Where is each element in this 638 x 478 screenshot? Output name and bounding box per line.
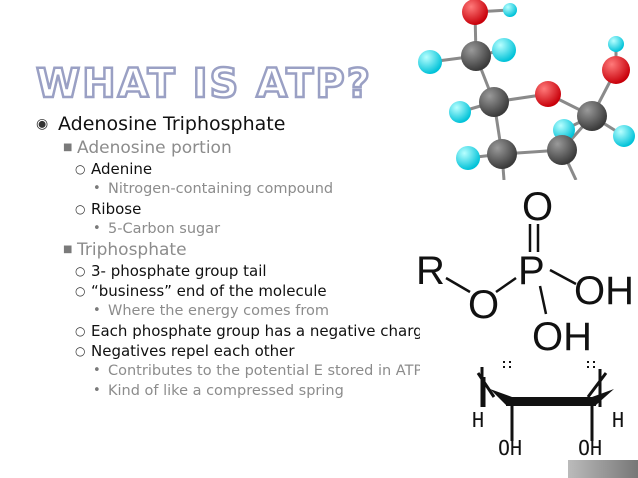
- bullet-item: ■Adenosine portion: [63, 138, 232, 158]
- formula-oh-right: OH: [574, 269, 634, 313]
- square-bullet-icon: ■: [63, 142, 73, 153]
- ring-h-left: H: [472, 408, 484, 432]
- ring-bullet-icon: ○: [75, 324, 86, 338]
- ring-bullet-icon: ○: [75, 202, 86, 216]
- dot-bullet-icon: •: [93, 181, 101, 196]
- ring-bullet-icon: ○: [75, 162, 86, 176]
- ring-h-right: H: [612, 408, 624, 432]
- square-bullet-icon: ■: [63, 244, 73, 255]
- ring-oh-left: OH: [498, 436, 522, 460]
- circle-bullet-icon: ◉: [36, 116, 49, 132]
- dot-bullet-icon: •: [93, 221, 101, 236]
- bullet-item: ○3- phosphate group tail: [75, 262, 267, 280]
- ring-oh-right: OH: [578, 436, 602, 460]
- ring-bullet-icon: ○: [75, 264, 86, 278]
- bullet-item: ○Negatives repel each other: [75, 342, 295, 360]
- bullet-item: ■Triphosphate: [63, 240, 187, 260]
- bullet-item: ○Adenine: [75, 160, 153, 178]
- bullet-item: •Kind of like a compressed spring: [93, 380, 344, 402]
- formula-double-o: O: [522, 185, 553, 229]
- formula-oh-bottom: OH: [532, 315, 592, 359]
- bullet-item: •Where the energy comes from: [93, 300, 329, 322]
- bullet-list: ◉Adenosine Triphosphate ■Adenosine porti…: [36, 113, 420, 402]
- dot-bullet-icon: •: [93, 363, 101, 378]
- bullet-item: •Contributes to the potential E stored i…: [93, 360, 420, 382]
- bullet-item: ◉Adenosine Triphosphate: [36, 113, 286, 135]
- formula-r: R: [416, 249, 445, 293]
- dot-bullet-icon: •: [93, 303, 101, 318]
- phosphate-formula: O P R O OH OH: [416, 185, 634, 359]
- bullet-item: •Nitrogen-containing compound: [93, 178, 333, 200]
- dot-bullet-icon: •: [93, 383, 101, 398]
- bullet-item: •5-Carbon sugar: [93, 218, 220, 240]
- ring-bullet-icon: ○: [75, 344, 86, 358]
- bullet-item: ○Ribose: [75, 200, 142, 218]
- formula-o-link: O: [468, 283, 499, 327]
- ring-bullet-icon: ○: [75, 284, 86, 298]
- ribose-ring-diagram: H H OH OH: [472, 361, 624, 460]
- formula-p: P: [518, 249, 545, 293]
- bullet-item: ○“business” end of the molecule: [75, 282, 327, 300]
- slide-title: WHAT IS ATP?: [35, 61, 372, 108]
- bullet-item: ○Each phosphate group has a negative cha…: [75, 322, 420, 340]
- molecule-model: [418, 0, 635, 180]
- footer-bar: [568, 460, 638, 478]
